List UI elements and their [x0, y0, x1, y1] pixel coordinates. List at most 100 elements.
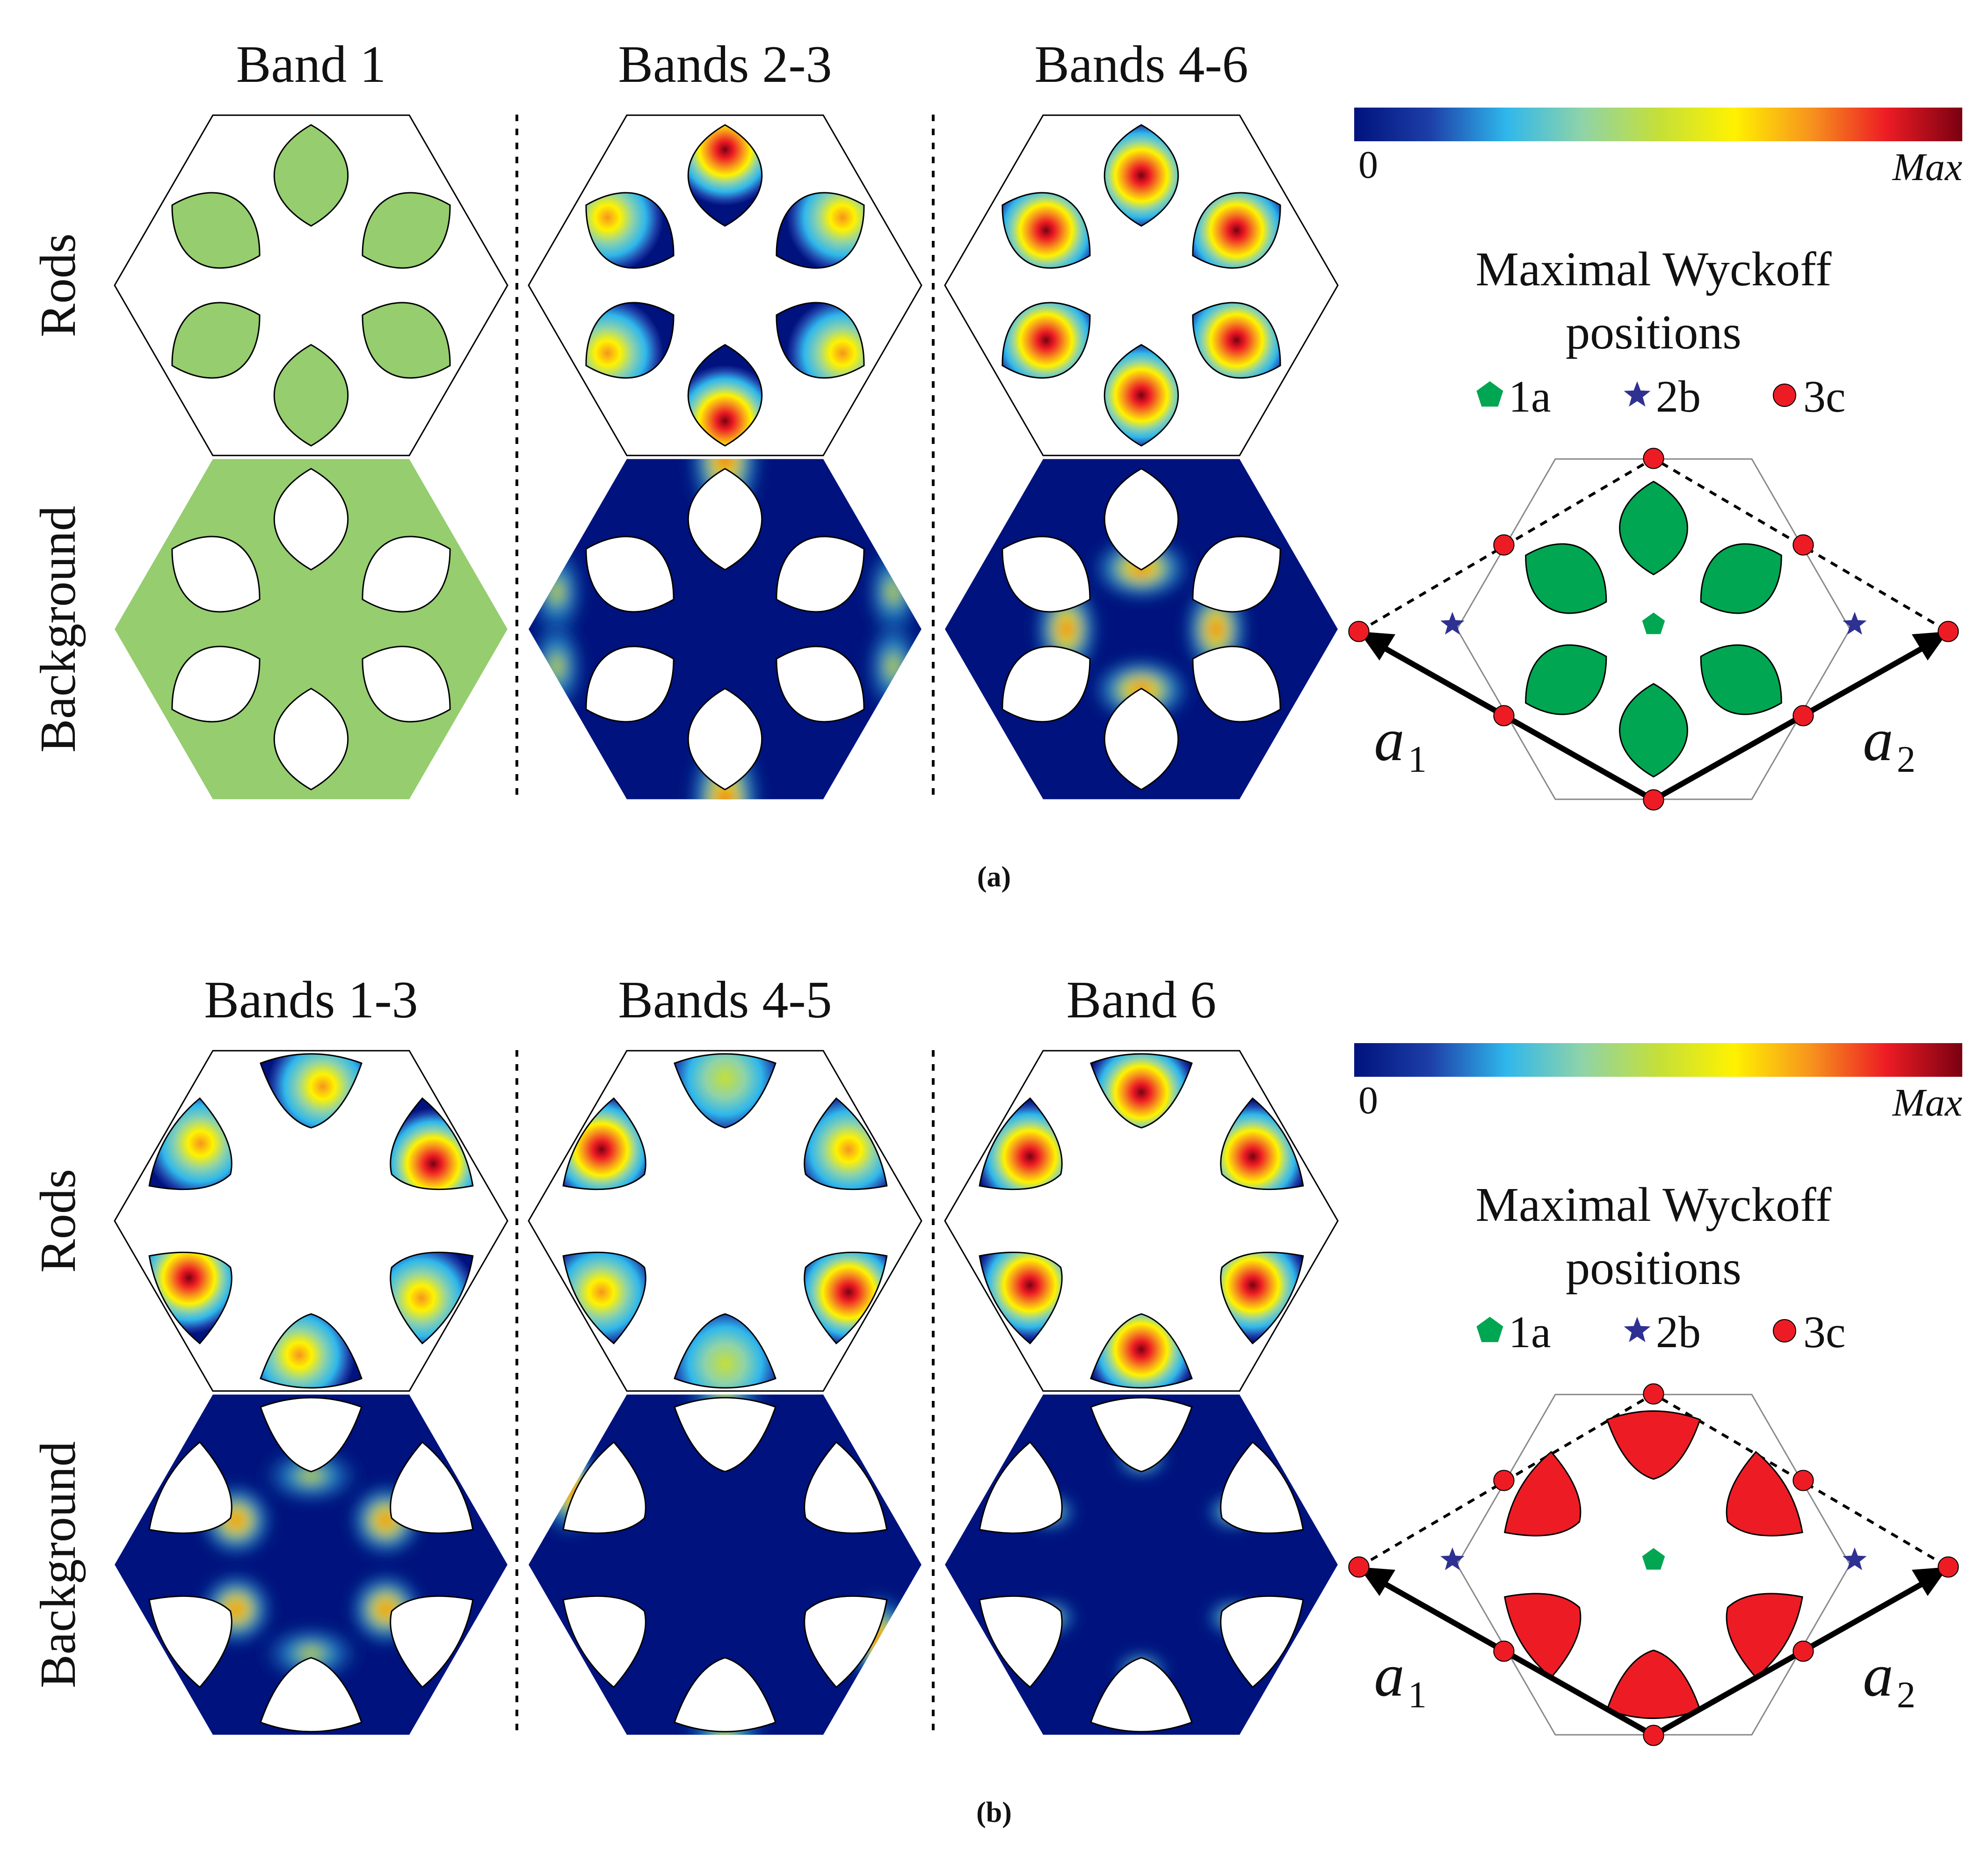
rod: [674, 1053, 776, 1129]
circle-icon: [1493, 1470, 1515, 1491]
rod-hole: [362, 536, 451, 613]
wyckoff-title: Maximal Wyckoff: [1475, 242, 1831, 296]
rod-hole: [362, 646, 451, 723]
row-label-background: Background: [30, 506, 86, 753]
row-label-rods: Rods: [30, 1169, 86, 1273]
pentagon-icon: [1476, 1317, 1503, 1342]
hex-cell-outline: [944, 114, 1339, 457]
legend-label-1a: 1a: [1509, 371, 1551, 421]
circle-icon: [1773, 1319, 1796, 1342]
star-icon: [1624, 1317, 1651, 1342]
colorbar-min-label: 0: [1358, 1079, 1378, 1122]
a1-subscript: 1: [1408, 739, 1427, 780]
a1-arrowhead: [1359, 1567, 1395, 1596]
a2-subscript: 2: [1897, 1675, 1915, 1716]
circle-icon: [1792, 705, 1814, 726]
a2-vector: [1652, 643, 1929, 803]
rod: [1220, 1097, 1304, 1190]
circle-icon: [1643, 789, 1664, 811]
rod: [390, 1097, 474, 1190]
hex-cell-outline: [114, 1050, 508, 1392]
rod-hole: [585, 536, 675, 613]
a1-vector: [1379, 1578, 1655, 1738]
rods-cell: [528, 1050, 922, 1392]
wyckoff-rod: [1619, 683, 1688, 778]
rods-cell: [944, 1050, 1339, 1392]
a1-subscript: 1: [1408, 1675, 1427, 1716]
rod-hole: [804, 1595, 888, 1689]
wyckoff-title-line2: positions: [1566, 1241, 1741, 1295]
circle-icon: [1493, 1640, 1515, 1662]
pentagon-icon: [1642, 612, 1665, 634]
rods-cell: [114, 114, 508, 457]
rod-hole: [804, 1441, 888, 1534]
a2-label: a: [1863, 1642, 1894, 1709]
rod-hole: [1090, 1397, 1193, 1473]
row-label-rods: Rods: [30, 233, 86, 337]
rod: [562, 1251, 646, 1345]
rods-cell: [528, 114, 922, 457]
rod-hole: [260, 1657, 363, 1733]
rod: [585, 192, 675, 269]
rod-hole: [390, 1441, 474, 1534]
circle-icon: [1792, 1640, 1814, 1662]
pentagon-icon: [1476, 381, 1503, 407]
wyckoff-rod: [1619, 480, 1688, 575]
rod-hole: [979, 1595, 1063, 1689]
rod-hole: [585, 646, 675, 723]
rod-hole: [1220, 1441, 1304, 1534]
background-cell: [115, 459, 508, 799]
star-icon: [1440, 1547, 1465, 1570]
rod-hole: [687, 688, 763, 791]
rod-hole: [273, 688, 349, 791]
rod-hole: [1001, 536, 1091, 613]
hex-cell-outline: [528, 1050, 922, 1392]
rod-hole: [979, 1441, 1063, 1534]
rod: [362, 192, 451, 269]
colorbar-min-label: 0: [1358, 143, 1378, 187]
column-title: Bands 2-3: [618, 36, 832, 94]
rod: [585, 302, 675, 379]
panel-caption: (a): [977, 861, 1011, 893]
rod: [362, 302, 451, 379]
background-cell: [529, 1394, 921, 1735]
rod: [1192, 192, 1281, 269]
rod: [273, 124, 349, 227]
rods-cell: [944, 114, 1339, 457]
background-cell: [945, 459, 1338, 799]
rod-hole: [1090, 1657, 1193, 1733]
a2-vector: [1652, 1578, 1929, 1738]
rod: [1103, 124, 1179, 227]
star-icon: [1843, 1547, 1867, 1570]
pentagon-icon: [1642, 1548, 1665, 1570]
a2-label: a: [1863, 706, 1894, 774]
colorbar: [1354, 1043, 1962, 1077]
rod: [776, 302, 865, 379]
rod-hole: [390, 1595, 474, 1689]
wyckoff-rod: [1606, 1410, 1701, 1480]
rod: [804, 1097, 888, 1190]
rod-hole: [273, 468, 349, 571]
rod: [1192, 302, 1281, 379]
rod-hole: [687, 468, 763, 571]
colorbar-max-label: Max: [1892, 1081, 1962, 1125]
circle-icon: [1493, 534, 1515, 556]
rod: [390, 1251, 474, 1345]
wyckoff-rod: [1700, 543, 1782, 614]
rod: [776, 192, 865, 269]
rod-hole: [1001, 646, 1091, 723]
wyckoff-rod: [1525, 543, 1607, 614]
rod-hole: [1220, 1595, 1304, 1689]
circle-icon: [1792, 1470, 1814, 1491]
star-icon: [1843, 612, 1867, 635]
circle-icon: [1348, 621, 1370, 642]
legend-label-2b: 2b: [1656, 1307, 1701, 1357]
wyckoff-rod: [1726, 1593, 1803, 1679]
a1-arrowhead: [1359, 631, 1395, 660]
rod-hole: [1103, 688, 1179, 791]
wyckoff-title: Maximal Wyckoff: [1475, 1178, 1831, 1232]
rod-hole: [148, 1595, 232, 1689]
rod-hole: [674, 1657, 776, 1733]
rod: [171, 192, 261, 269]
